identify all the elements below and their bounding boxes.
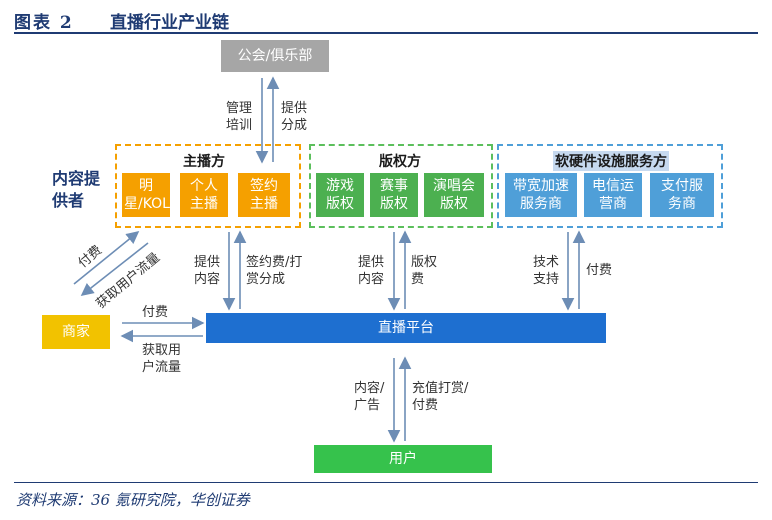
label-merchant-traffic: 获取用户流量: [142, 343, 182, 375]
figure-number: 图表 2: [14, 13, 74, 33]
copyright-group: [309, 144, 493, 228]
label-anchor-fee: 签约费/打赏分成: [246, 255, 303, 287]
footer-divider: [14, 482, 758, 483]
label-anchor-provide: 提供内容: [194, 255, 221, 287]
arrow-merchant-to-anchor: [73, 230, 140, 285]
user-node: 用户: [314, 445, 492, 473]
merchant-node: 商家: [42, 315, 110, 349]
anchor-group-title: 主播方: [183, 154, 225, 170]
anchor-item-star-kol: 明星/KOL: [122, 173, 170, 217]
platform-node: 直播平台: [206, 313, 606, 343]
copyright-group-title: 版权方: [379, 154, 421, 170]
copyright-item-game: 游戏版权: [316, 173, 364, 217]
figure-title: 直播行业产业链: [110, 13, 229, 33]
label-infra-pay: 付费: [586, 263, 613, 278]
union-node: 公会/俱乐部: [221, 40, 329, 72]
label-platform-content: 内容/广告: [354, 381, 385, 413]
label-merchant-pay: 付费: [142, 305, 169, 320]
label-copyright-fee: 版权费: [411, 255, 438, 287]
user-label: 用户: [389, 451, 417, 467]
label-copyright-provide: 提供内容: [358, 255, 385, 287]
merchant-label: 商家: [62, 324, 90, 340]
figure-header: 图表 2 直播行业产业链: [14, 6, 758, 34]
infra-item-payment: 支付服务商: [650, 173, 714, 217]
source-note: 资料来源：36 氪研究院，华创证券: [16, 491, 250, 509]
label-user-pay: 充值打赏/付费: [412, 381, 469, 413]
infra-group: [497, 144, 723, 228]
union-label: 公会/俱乐部: [237, 48, 313, 64]
anchor-item-personal: 个人主播: [180, 173, 228, 217]
infra-group-title: 软硬件设施服务方: [553, 151, 669, 171]
anchor-item-signed: 签约主播: [238, 173, 290, 217]
copyright-item-event: 赛事版权: [370, 173, 418, 217]
copyright-item-concert: 演唱会版权: [424, 173, 484, 217]
infra-item-telecom: 电信运营商: [584, 173, 642, 217]
infra-item-bandwidth: 带宽加速服务商: [505, 173, 577, 217]
label-provide-share: 提供分成: [281, 101, 308, 133]
label-manage-train: 管理培训: [226, 101, 253, 133]
label-infra-tech: 技术支持: [533, 255, 560, 287]
content-provider-label: 内容提供者: [52, 169, 101, 210]
arrow-anchor-to-merchant: [80, 242, 149, 296]
platform-label: 直播平台: [378, 320, 434, 336]
anchor-group: [115, 144, 301, 228]
